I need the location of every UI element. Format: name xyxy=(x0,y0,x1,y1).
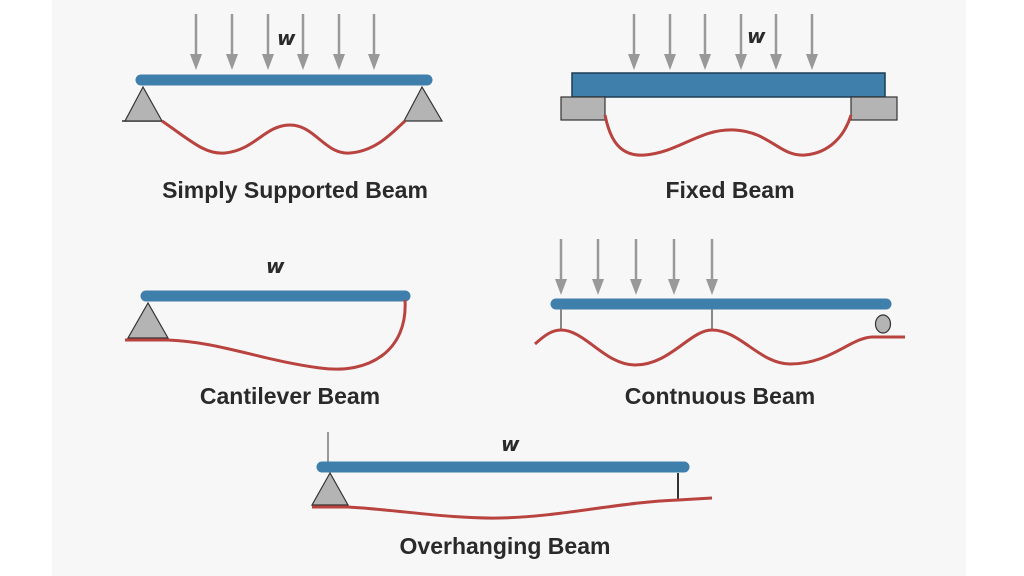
beam-label: Fixed Beam xyxy=(665,177,794,203)
load-symbol: w xyxy=(277,26,296,50)
pin-support-icon xyxy=(310,471,350,506)
load-symbol: w xyxy=(747,24,766,48)
fixed-support-icon xyxy=(850,96,898,121)
deflection-curve xyxy=(312,496,713,520)
beam-label: Contnuous Beam xyxy=(625,383,815,409)
deflection-curve xyxy=(125,299,407,371)
pin-support-icon xyxy=(126,301,170,339)
simply-supported-beam: w Simply Supported Beam xyxy=(122,12,444,203)
beam-label: Overhanging Beam xyxy=(400,533,611,559)
beam xyxy=(571,72,886,98)
overhanging-beam: w Overhanging Beam xyxy=(310,432,713,559)
load-arrows xyxy=(626,12,820,72)
load-arrows xyxy=(553,237,720,297)
fixed-beam: w Fixed Beam xyxy=(560,12,898,203)
fixed-support-icon xyxy=(560,96,606,121)
pin-support-icon xyxy=(403,85,444,122)
roller-support-icon xyxy=(874,314,892,334)
load-symbol: w xyxy=(266,254,285,278)
cantilever-beam: w Cantilever Beam xyxy=(125,254,411,409)
deflection-curve xyxy=(533,328,905,367)
deflection-curve xyxy=(603,114,853,157)
beam-label: Simply Supported Beam xyxy=(162,177,428,203)
pin-support-icon xyxy=(124,85,164,122)
continuous-beam: Contnuous Beam xyxy=(533,237,905,409)
deflection-curve xyxy=(161,119,407,155)
beam-label: Cantilever Beam xyxy=(200,383,380,409)
load-symbol: w xyxy=(501,432,520,456)
